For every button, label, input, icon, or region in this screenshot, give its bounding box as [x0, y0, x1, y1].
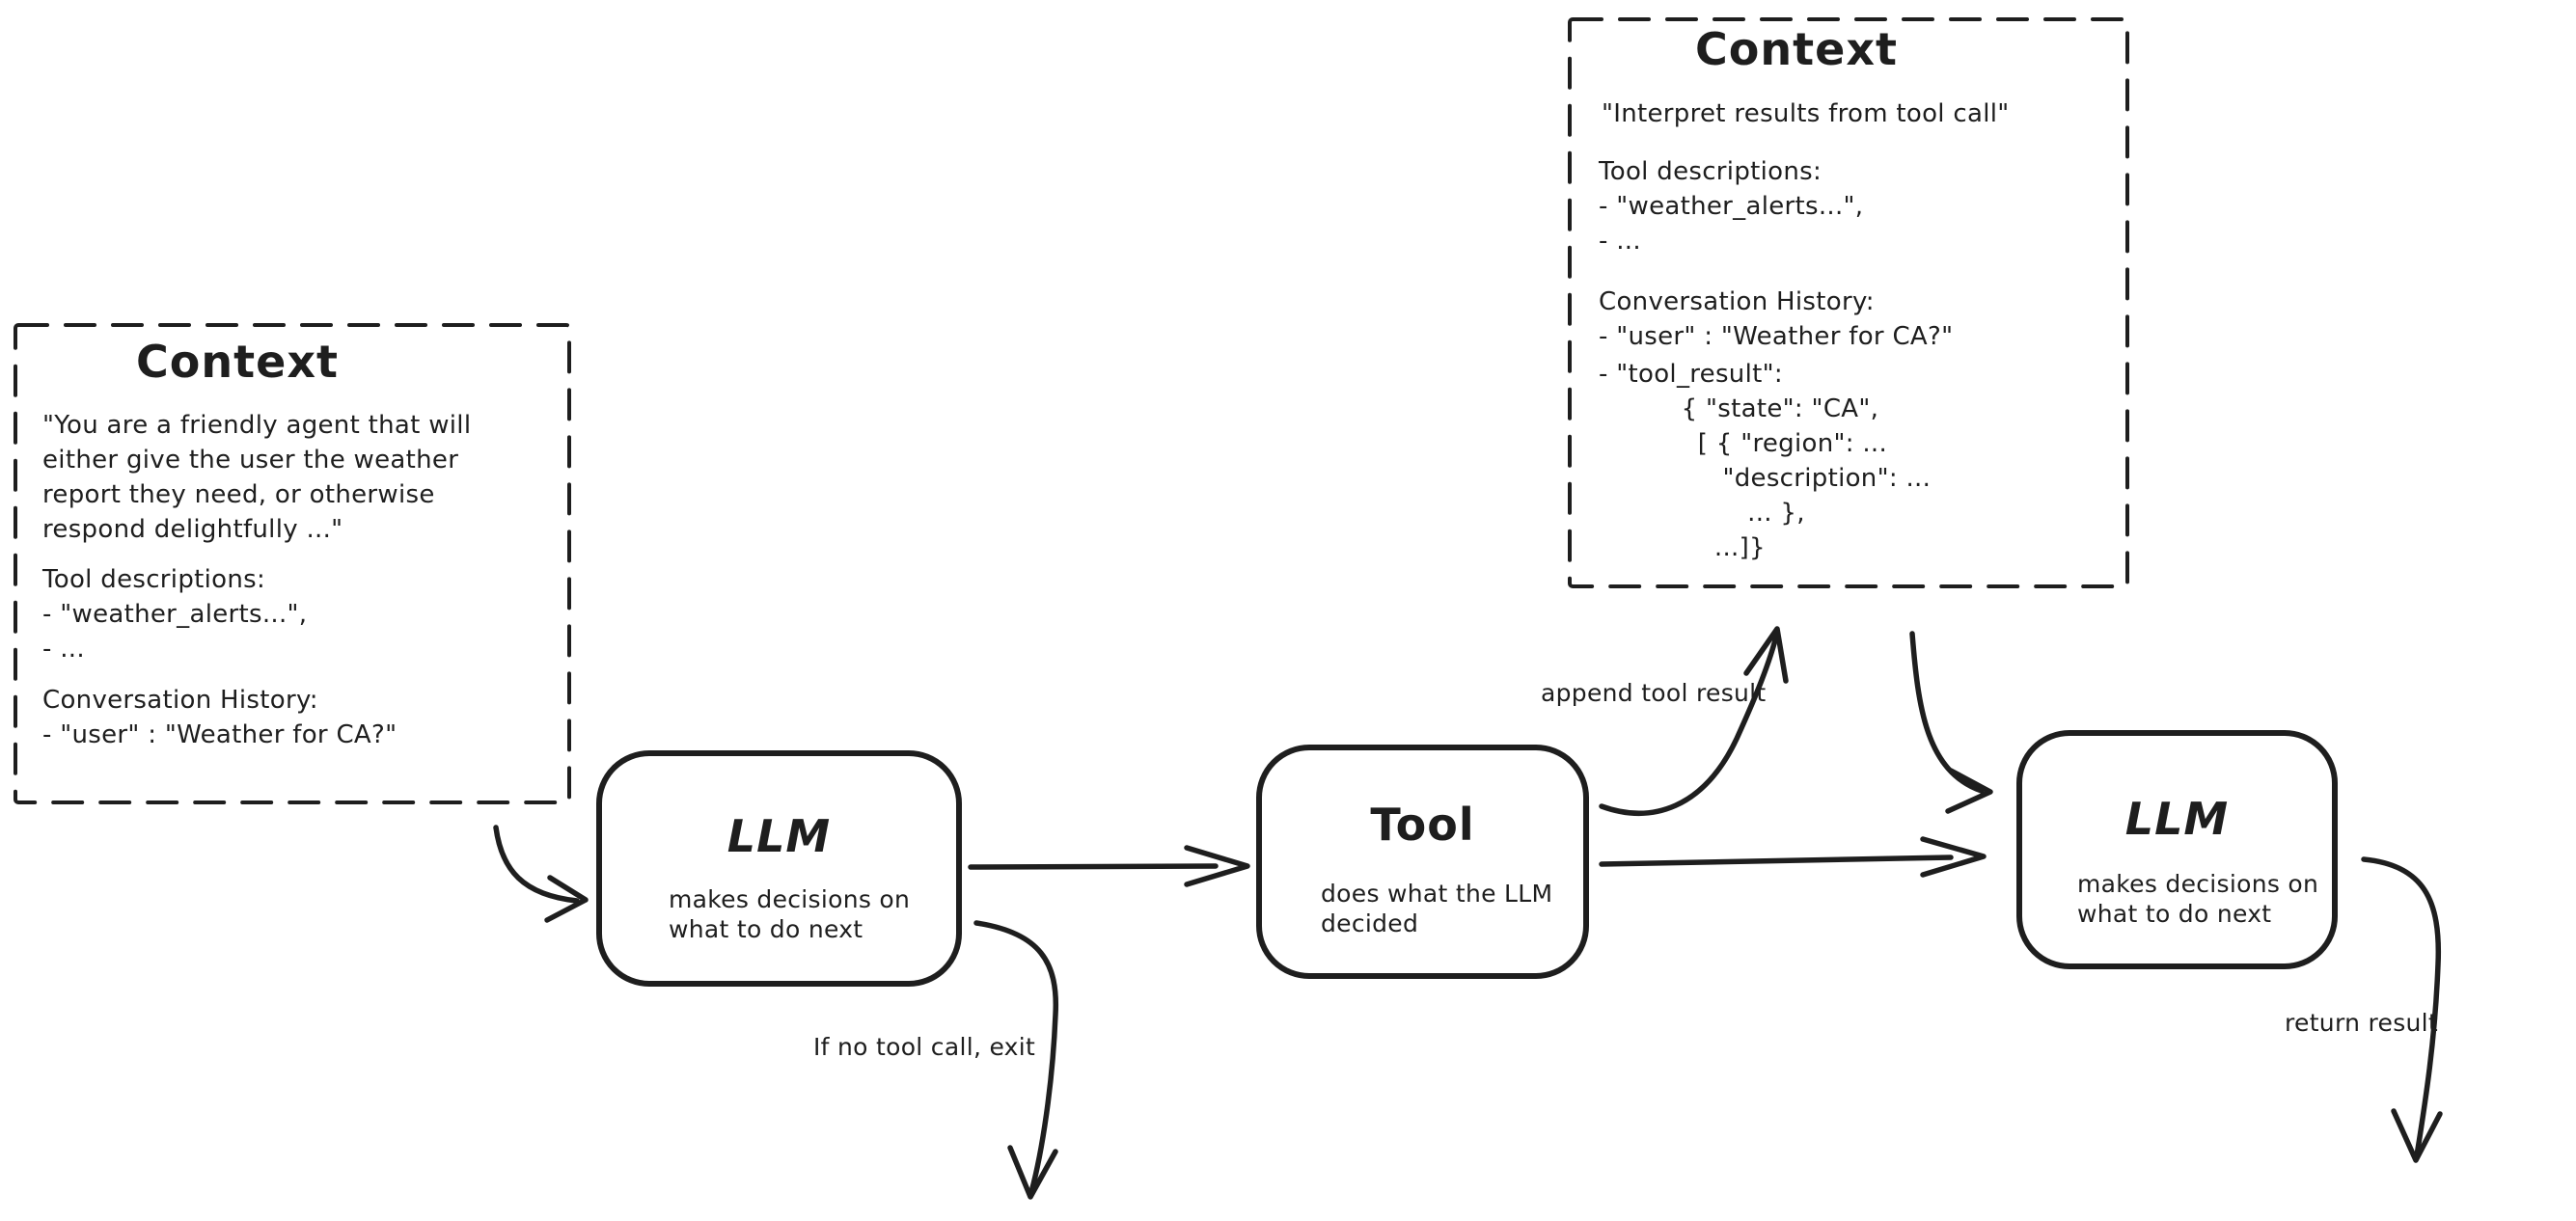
llm-second-node-title: LLM	[2124, 793, 2230, 845]
context-top-title: Context	[1695, 23, 1898, 75]
context-left-title: Context	[136, 336, 339, 388]
arrow-llm-first-to-tool	[968, 863, 1219, 870]
edge-label-return-result: return result	[2285, 1009, 2439, 1037]
context-left-border	[14, 323, 571, 804]
arrowhead-llm-second-return	[2391, 1108, 2443, 1163]
edge-label-append-tool-result: append tool result	[1541, 679, 1767, 707]
context-left-conversation-history: Conversation History: - "user" : "Weathe…	[42, 686, 397, 749]
arrow-context-top-to-llm-second	[1909, 631, 1985, 794]
arrow-tool-to-context-top	[1599, 630, 1780, 816]
context-top-border	[1568, 17, 2129, 588]
arrowhead-llm-first-to-tool	[1184, 845, 1250, 887]
edge-label-if-no-tool-call-exit: If no tool call, exit	[813, 1033, 1036, 1061]
llm-first-node-title: LLM	[726, 810, 832, 862]
arrowhead-context-left-to-llm-first	[544, 875, 589, 923]
llm-first-node-border	[596, 750, 962, 987]
context-top-tool-descriptions: Tool descriptions: - "weather_alerts..."…	[1599, 157, 1864, 256]
llm-first-node-subtitle: makes decisions on what to do next	[669, 885, 911, 943]
context-left-tool-descriptions: Tool descriptions: - "weather_alerts..."…	[42, 565, 308, 664]
tool-node-subtitle: does what the LLM decided	[1321, 880, 1553, 937]
arrowhead-tool-to-llm-second	[1920, 836, 1987, 878]
llm-second-node-border	[2016, 730, 2338, 969]
arrow-tool-to-llm-second	[1599, 855, 1954, 867]
llm-second-node-subtitle: makes decisions on what to do next	[2077, 870, 2319, 928]
tool-node-border	[1256, 745, 1589, 979]
context-top-instruction: "Interpret results from tool call"	[1602, 99, 2010, 128]
arrowhead-tool-to-context-top	[1743, 626, 1789, 684]
context-top-tool-result: - "tool_result": { "state": "CA", [ { "r…	[1599, 360, 1932, 562]
tool-node-title: Tool	[1370, 799, 1475, 851]
arrow-context-left-to-llm-first	[493, 825, 580, 904]
context-top-conversation-history: Conversation History: - "user" : "Weathe…	[1599, 287, 1954, 351]
arrow-llm-first-exit	[973, 920, 1059, 1195]
context-left-system-prompt: "You are a friendly agent that will eith…	[42, 411, 472, 544]
arrowhead-llm-first-exit	[1007, 1145, 1058, 1200]
arrowhead-context-top-to-llm-second	[1945, 768, 1993, 814]
arrow-llm-second-return	[2361, 856, 2442, 1158]
